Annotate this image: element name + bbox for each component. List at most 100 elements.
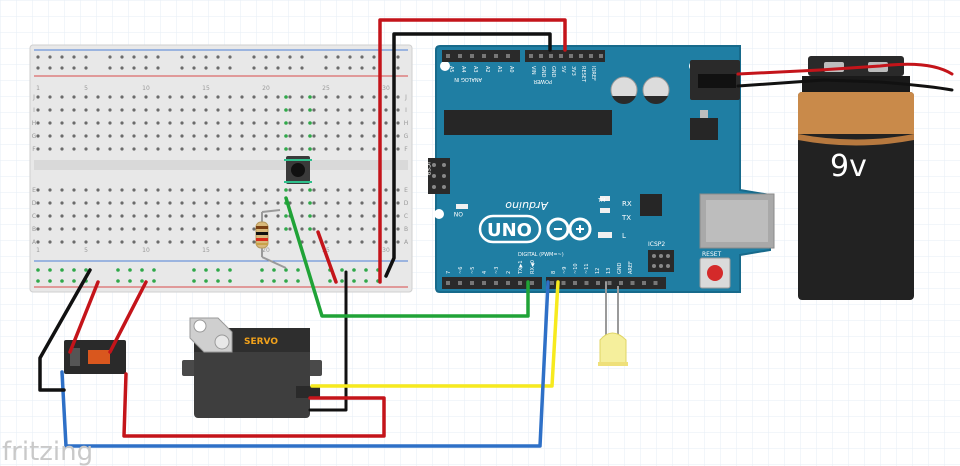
digital-pin-label: 12 xyxy=(595,268,601,274)
digital-pin-label: ~5 xyxy=(470,267,476,274)
digital-pin-label: AREF xyxy=(628,261,634,274)
row-letter: A xyxy=(32,239,37,246)
wire-red-5v xyxy=(378,18,567,284)
analog-in-label: ANALOG IN xyxy=(454,76,482,82)
row-letter: J xyxy=(404,94,407,101)
column-number-top: 20 xyxy=(262,85,270,92)
row-letter: C xyxy=(32,213,36,220)
icsp2-label: ICSP2 xyxy=(648,241,665,248)
wire-red-relay-a xyxy=(68,280,100,354)
column-number-bottom: 5 xyxy=(84,247,88,254)
wire-red-breadboard xyxy=(316,230,338,284)
wire-black-relay xyxy=(38,268,92,392)
row-letter: B xyxy=(32,226,36,233)
arduino-uno-board: UNO Arduino TM ON TX RX L ICSP ICSP2 RES… xyxy=(424,45,775,293)
digital-pin-label: 7 xyxy=(446,271,452,274)
pushbutton[interactable] xyxy=(284,156,312,184)
power-pin-label: GND xyxy=(550,66,556,78)
digital-pin-label: GND xyxy=(617,262,623,274)
capacitors xyxy=(610,76,670,105)
row-letter: D xyxy=(32,200,37,207)
arduino-tm-label: TM xyxy=(597,198,605,204)
column-number-top: 1 xyxy=(36,85,40,92)
column-number-top: 10 xyxy=(142,85,150,92)
wire-black-battery xyxy=(736,78,954,92)
row-letter: I xyxy=(405,107,407,114)
row-letter: F xyxy=(404,146,408,153)
column-number-bottom: 30 xyxy=(382,247,390,254)
digital-pin-label: ~6 xyxy=(458,267,464,274)
row-letter: I xyxy=(33,107,35,114)
power-pin-label: GND xyxy=(540,66,546,78)
row-letter: J xyxy=(32,94,35,101)
wire-red-relay-b xyxy=(108,280,148,354)
column-number-bottom: 1 xyxy=(36,247,40,254)
analog-pin-label: A2 xyxy=(484,66,490,73)
row-letter: B xyxy=(404,226,408,233)
wire-black-servo xyxy=(308,270,348,412)
row-letter: D xyxy=(404,200,409,207)
column-number-top: 30 xyxy=(382,85,390,92)
digital-pin-label: RX◀0 xyxy=(530,260,536,274)
row-letter: H xyxy=(404,120,409,127)
analog-pin-label: A4 xyxy=(460,66,466,73)
column-number-bottom: 15 xyxy=(202,247,210,254)
digital-label: DIGITAL (PWM=~) xyxy=(518,252,564,258)
power-pin-label: RESET xyxy=(580,66,586,83)
wire-red-servo xyxy=(122,372,386,438)
wire-green-button xyxy=(284,196,530,318)
wire-yellow-servo xyxy=(310,280,560,388)
servo-label: SERVO xyxy=(244,337,278,347)
column-number-top: 15 xyxy=(202,85,210,92)
row-letter: A xyxy=(404,239,409,246)
digital-pin-label: 2 xyxy=(506,271,512,274)
row-letter: E xyxy=(404,187,408,194)
power-pin-label: IOREF xyxy=(590,66,596,81)
digital-pin-label: 8 xyxy=(551,271,557,274)
wire-red-battery xyxy=(736,62,954,76)
row-letter: H xyxy=(32,120,37,127)
uno-logo xyxy=(478,214,592,244)
column-number-bottom: 20 xyxy=(262,247,270,254)
power-pin-label: 5V xyxy=(560,66,566,73)
atmega-chip xyxy=(444,110,612,135)
column-number-top: 5 xyxy=(84,85,88,92)
analog-pin-label: A1 xyxy=(496,66,502,73)
rx-label: RX xyxy=(622,200,632,208)
digital-pin-label: ~10 xyxy=(573,263,579,274)
reset-button[interactable] xyxy=(699,257,731,289)
row-letter: E xyxy=(32,187,36,194)
on-label: ON xyxy=(454,210,463,217)
pushbutton-connected-holes xyxy=(36,95,380,283)
power-label: POWER xyxy=(533,78,552,84)
wire-blue-relay xyxy=(60,280,550,448)
fritzing-watermark: fritzing xyxy=(2,437,93,466)
power-pin-label: 3V3 xyxy=(570,66,576,76)
battery-9v: 9v xyxy=(798,56,914,300)
row-letter: F xyxy=(32,146,36,153)
digital-pin-label: ~11 xyxy=(584,263,590,274)
servo-motor: SERVO xyxy=(182,317,322,418)
digital-pin-label: ~3 xyxy=(494,267,500,274)
icsp-header xyxy=(428,158,450,194)
arduino-model-label: UNO xyxy=(487,220,532,241)
resistor[interactable] xyxy=(255,209,287,269)
power-pin-label: VIN xyxy=(530,66,536,75)
digital-pin-label: 13 xyxy=(606,268,612,274)
row-letter: C xyxy=(404,213,408,220)
analog-pin-label: A3 xyxy=(472,66,478,73)
icsp2-header xyxy=(648,250,674,272)
digital-pin-label: ~9 xyxy=(562,267,568,274)
arduino-brand-label: Arduino xyxy=(505,199,549,212)
breadboard-holes xyxy=(36,55,400,244)
column-number-bottom: 10 xyxy=(142,247,150,254)
header-pins xyxy=(446,54,658,285)
yellow-led xyxy=(598,286,628,366)
battery-label: 9v xyxy=(830,149,867,184)
digital-pin-label: TX▶1 xyxy=(518,260,524,275)
analog-pin-label: A0 xyxy=(508,66,514,73)
